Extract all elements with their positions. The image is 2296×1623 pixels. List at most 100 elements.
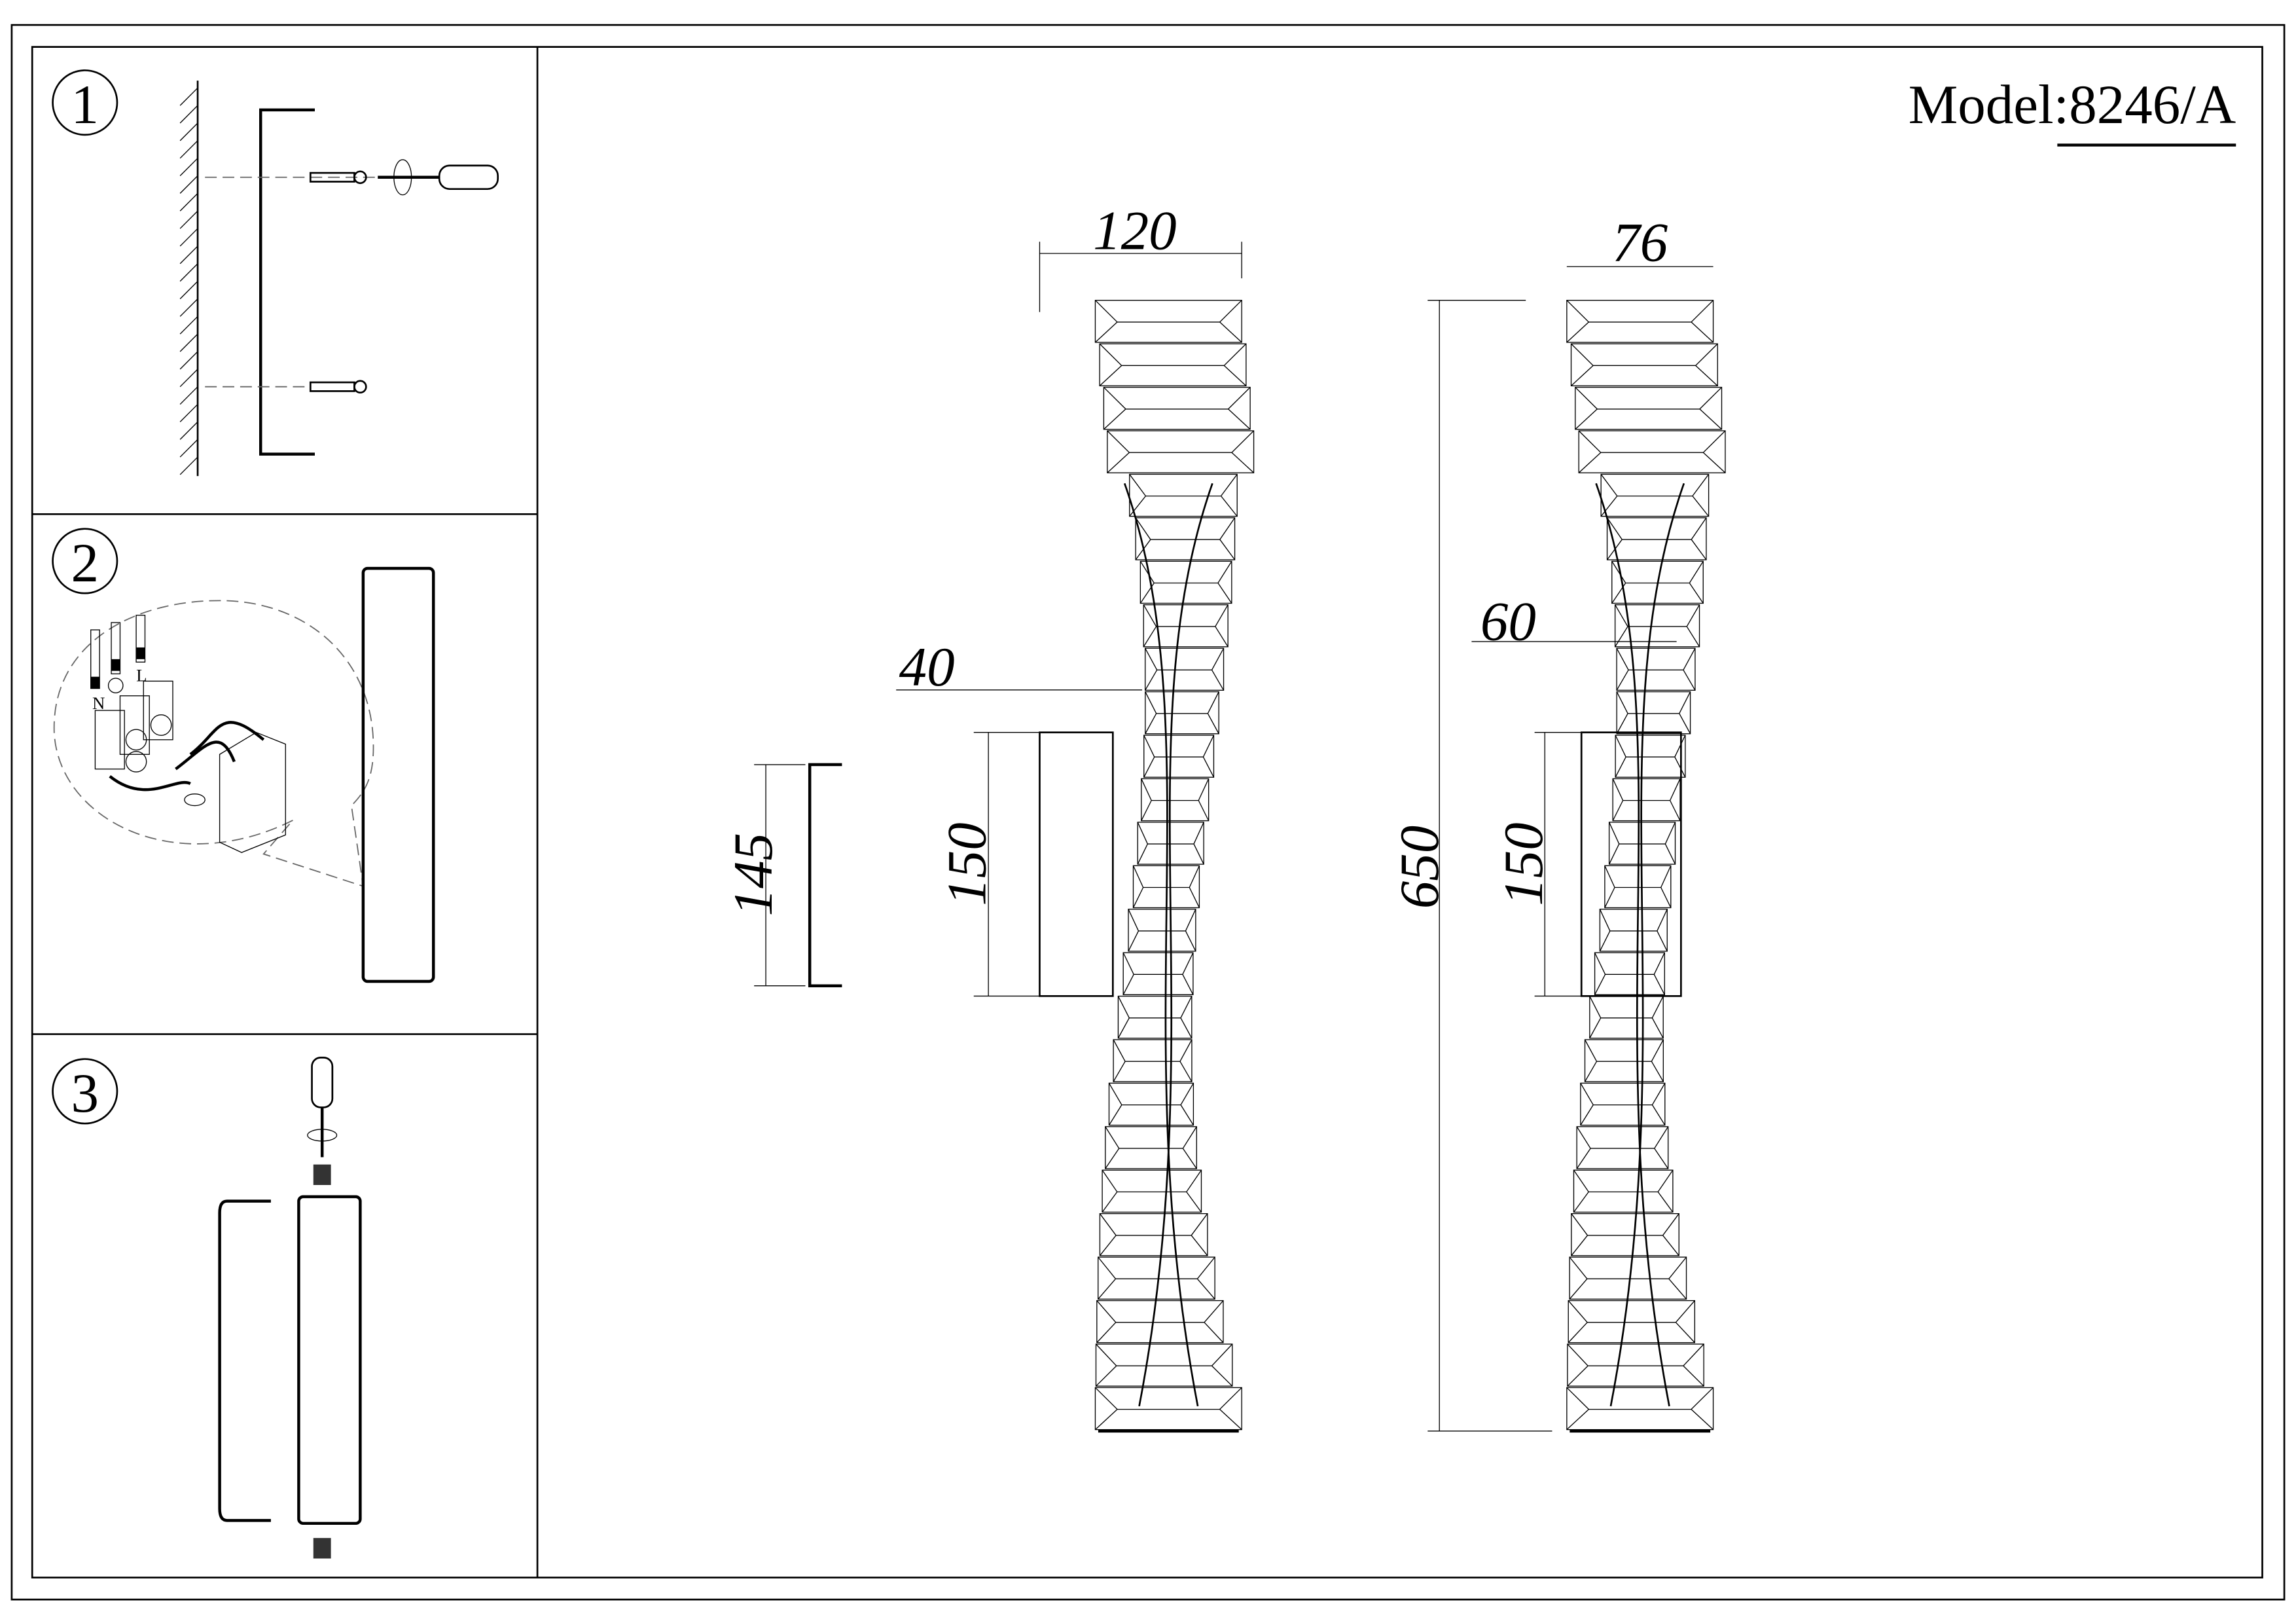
- neutral-label: N: [92, 693, 105, 713]
- hatch-line: [179, 105, 198, 124]
- crystal-segment: [1143, 604, 1229, 647]
- crystal-segment: [1573, 1169, 1674, 1213]
- driver-box-icon: [219, 731, 286, 853]
- ground-ring-icon: [184, 793, 206, 807]
- model-label: Model:8246/A: [1909, 74, 2236, 136]
- inner-border: [31, 46, 2263, 1578]
- hatch-line: [179, 456, 198, 475]
- step-3-panel: 3: [52, 1057, 362, 1559]
- dim-projection: 60: [1480, 591, 1536, 653]
- crystal-segment: [1616, 691, 1691, 735]
- crystal-segment: [1145, 647, 1225, 691]
- crystal-segment: [1589, 995, 1664, 1039]
- twist-rod: [1595, 483, 1670, 1407]
- step-3-number: 3: [71, 1063, 99, 1124]
- hatch-line: [179, 140, 198, 159]
- hatch-line: [179, 298, 198, 317]
- step-2-badge: [52, 528, 118, 594]
- crystal-segment: [1107, 430, 1255, 473]
- crystal-segment: [1094, 300, 1242, 343]
- crystal-segment: [1117, 995, 1193, 1039]
- backplate-side: [1580, 731, 1682, 997]
- wire: [175, 740, 236, 771]
- twist-rod: [1138, 483, 1213, 1407]
- hatch-line: [179, 333, 198, 352]
- crystal-segment: [1578, 430, 1726, 473]
- hatch-line: [179, 175, 198, 194]
- screw-icon: [313, 1164, 331, 1185]
- hatch-line: [179, 439, 198, 458]
- step-1-number: 1: [71, 74, 99, 136]
- step-1-badge: [52, 69, 118, 136]
- live-label: L: [136, 665, 147, 685]
- hatch-line: [179, 210, 198, 229]
- crystal-segment: [1135, 517, 1236, 560]
- twist-rod: [1609, 483, 1685, 1407]
- fixture-body-icon: [297, 1195, 362, 1525]
- wire: [109, 775, 191, 792]
- hatch-line: [179, 263, 198, 282]
- crystal-segment: [1599, 909, 1668, 952]
- hatch-line: [179, 386, 198, 405]
- hatch-line: [179, 369, 198, 388]
- outer-border: [10, 24, 2286, 1601]
- mounting-bracket-icon: [218, 1199, 271, 1522]
- dim-offset: 40: [899, 636, 955, 698]
- crystal-segment: [1145, 691, 1219, 735]
- mounting-bracket-icon: [259, 108, 315, 456]
- dim-height: 650: [1389, 826, 1450, 909]
- wiring-callout-bubble: [53, 600, 374, 887]
- hatch-line: [179, 228, 198, 247]
- step-2-panel: 2 N L: [52, 528, 435, 983]
- lamp-front-view: [1094, 300, 1255, 1433]
- dimension-lines: [754, 242, 1713, 1432]
- hatch-line: [179, 404, 198, 422]
- crystal-segment: [1600, 473, 1710, 517]
- crystal-segment: [1108, 1082, 1194, 1126]
- screw-icon: [309, 380, 367, 393]
- crystal-segment: [1612, 778, 1681, 822]
- hatch-line: [179, 122, 198, 141]
- screw-icon: [309, 170, 367, 185]
- hatch-line: [179, 192, 198, 211]
- crystal-segment: [1606, 517, 1707, 560]
- backplate-front: [1039, 731, 1114, 997]
- step-1-panel: 1: [52, 69, 499, 477]
- wire: [189, 721, 265, 756]
- screwdriver-icon: [307, 1057, 338, 1158]
- screw-icon: [313, 1538, 331, 1559]
- crystal-segment: [1094, 1387, 1242, 1431]
- crystal-segment: [1566, 300, 1714, 343]
- twist-rod: [1123, 483, 1199, 1407]
- terminal-block-icon: [94, 680, 173, 773]
- hatch-line: [179, 281, 198, 299]
- hatch-line: [179, 351, 198, 370]
- crystal-segment: [1143, 735, 1215, 778]
- wall-hatch: [179, 87, 198, 475]
- crystal-segment: [1584, 1039, 1664, 1082]
- crystal-segment: [1575, 386, 1723, 430]
- fixture-back-icon: [361, 566, 435, 983]
- crystal-segment: [1576, 1126, 1669, 1169]
- crystal-segment: [1113, 1039, 1193, 1082]
- crystal-segment: [1099, 1213, 1208, 1256]
- dim-plate-side: 150: [1493, 822, 1554, 906]
- crystal-segment: [1571, 1213, 1679, 1256]
- crystal-segment: [1096, 1300, 1224, 1343]
- wall-bracket: [808, 763, 842, 987]
- model-number: 8246/A: [2069, 74, 2236, 136]
- step-2-number: 2: [71, 532, 99, 594]
- crystal-segment: [1128, 909, 1196, 952]
- screwdriver-icon: [378, 159, 499, 196]
- dim-plate-front: 150: [937, 822, 998, 906]
- dim-side-width: 76: [1612, 211, 1668, 273]
- crystal-segment: [1615, 735, 1686, 778]
- crystal-segment: [1566, 1387, 1714, 1431]
- crystal-segment: [1568, 1300, 1696, 1343]
- hatch-line: [179, 421, 198, 440]
- hatch-line: [179, 316, 198, 335]
- crystal-segment: [1095, 1343, 1233, 1387]
- crystal-segment: [1141, 778, 1210, 822]
- step-3-badge: [52, 1058, 118, 1125]
